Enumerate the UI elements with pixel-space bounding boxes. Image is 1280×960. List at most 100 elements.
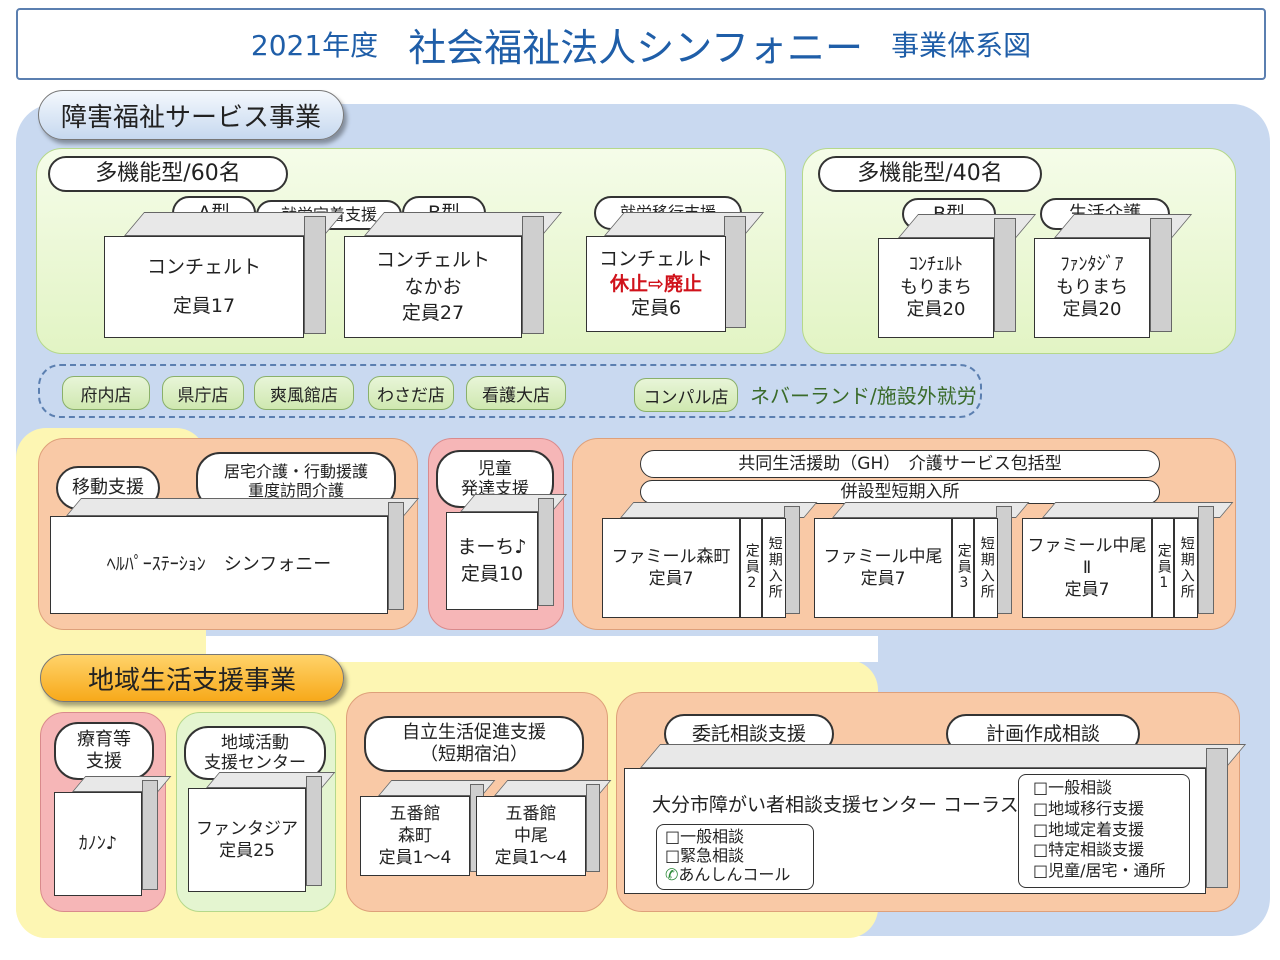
shop-compal: コンパル店 — [634, 378, 738, 412]
gobankan-morimachi-box: 五番館 森町 定員1～4 — [360, 796, 470, 876]
box-line: もりまち — [900, 276, 972, 298]
list-item: □緊急相談 — [665, 846, 745, 866]
gh-home-box: ファミール中尾 Ⅱ 定員7 — [1022, 518, 1152, 618]
pill-line: 自立生活促進支援 — [402, 722, 546, 744]
box-side — [784, 506, 800, 614]
box-side — [522, 216, 544, 334]
short-type-text: 短期入所 — [1178, 536, 1195, 600]
box-line: なかお — [404, 275, 462, 298]
shop-wasada: わさだ店 — [368, 376, 454, 410]
shop-sofukan: 爽風館店 — [254, 376, 354, 410]
title-banner: 2021年度 社会福祉法人シンフォニー 事業体系図 — [16, 8, 1266, 80]
shop-kangodai: 看護大店 — [466, 376, 566, 410]
list-item: □特定相談支援 — [1033, 840, 1145, 860]
disability-section-label: 障害福祉サービス事業 — [38, 90, 344, 140]
box-line: ｺﾝﾁｪﾙﾄ — [909, 254, 963, 276]
short-stay-type: 短期入所 — [974, 518, 998, 618]
short-stay-capacity: 定員1 — [1152, 518, 1174, 618]
box-side — [1198, 506, 1214, 614]
box-line: 五番館 — [505, 803, 557, 824]
short-type-text: 短期入所 — [766, 536, 783, 600]
box-line: 五番館 — [389, 803, 441, 824]
list-item: □一般相談 — [1033, 778, 1113, 797]
shops-row — [38, 364, 982, 418]
home-capacity: 定員7 — [860, 569, 906, 589]
list-item: □一般相談 — [665, 827, 745, 846]
title-year: 2021年度 — [250, 29, 379, 62]
list-item: □児童/居宅・通所 — [1033, 861, 1166, 881]
tag-ryoiku: 療育等 支援 — [54, 722, 154, 780]
pill-line: 支援センター — [204, 753, 306, 773]
box-line: 森町 — [398, 825, 432, 846]
title-org: 社会福祉法人シンフォニー — [408, 25, 864, 70]
multi40-label: 多機能型/40名 — [818, 156, 1042, 192]
box-side — [142, 780, 158, 890]
tag-chiiki: 地域活動 支援センター — [184, 726, 326, 780]
pill-line: 児童 — [478, 458, 512, 479]
canon-box: ｶﾉﾝ♪ — [54, 792, 142, 896]
short-stay-capacity: 定員2 — [740, 518, 762, 618]
list-item: □地域定着支援 — [1033, 819, 1145, 839]
right-consult-list: □一般相談 □地域移行支援 □地域定着支援 □特定相談支援 □児童/居宅・通所 — [1018, 774, 1190, 888]
gobankan-nakao-box: 五番館 中尾 定員1～4 — [476, 796, 586, 876]
phone-icon: ✆ — [665, 865, 679, 885]
title-suffix: 事業体系図 — [891, 29, 1032, 62]
box-line: ファンタジア — [196, 818, 298, 839]
gh-home-box: ファミール中尾 定員7 — [814, 518, 952, 618]
march-box: まーち♪ 定員10 — [446, 512, 538, 610]
box-line: 定員10 — [460, 563, 524, 585]
box-line: ﾌｧﾝﾀｼﾞｱ — [1060, 254, 1124, 276]
fantasia-center-box: ファンタジア 定員25 — [188, 788, 306, 892]
concerto-box: コンチェルト 定員17 — [104, 236, 304, 338]
home-capacity: 定員7 — [1064, 580, 1110, 601]
concerto-name: コンチェルト — [146, 256, 261, 279]
short-capacity-text: 定員3 — [955, 543, 972, 593]
tag-jiritsu: 自立生活促進支援 （短期宿泊） — [364, 716, 584, 772]
pill-line: 地域活動 — [221, 732, 289, 753]
concerto-morimachi-box: ｺﾝﾁｪﾙﾄ もりまち 定員20 — [878, 238, 994, 338]
short-stay-type: 短期入所 — [762, 518, 786, 618]
box-side — [304, 216, 326, 334]
gh-header: 共同生活援助（GH） 介護サービス包括型 — [640, 450, 1160, 478]
box-line: 定員20 — [1062, 299, 1122, 321]
short-capacity-text: 定員1 — [1155, 543, 1172, 593]
shops-note: ネバーランド/施設外就労 — [750, 384, 977, 408]
fantasia-morimachi-box: ﾌｧﾝﾀｼﾞｱ もりまち 定員20 — [1034, 238, 1150, 338]
shop-funai: 府内店 — [62, 376, 150, 410]
box-top — [66, 498, 420, 516]
community-section-label: 地域生活支援事業 — [40, 654, 344, 702]
box-line: 中尾 — [514, 825, 548, 846]
box-side — [306, 776, 322, 886]
box-side — [1206, 748, 1228, 888]
gh-home-box: ファミール森町 定員7 — [602, 518, 740, 618]
home-sub: Ⅱ — [1082, 557, 1092, 578]
concerto-capacity: 定員17 — [172, 295, 236, 317]
box-side — [996, 506, 1012, 614]
box-side — [388, 502, 404, 610]
box-line: まーち♪ — [457, 536, 527, 559]
box-line: 定員20 — [906, 299, 966, 321]
list-item: □地域移行支援 — [1033, 798, 1145, 818]
pill-line: 居宅介護・行動援護 — [223, 461, 368, 481]
left-consult-list: □一般相談 □緊急相談 ✆あんしんコール — [656, 824, 814, 890]
box-side — [1150, 218, 1172, 332]
status-suspended: 休止⇨廃止 — [610, 272, 702, 295]
box-line: コンチェルト — [598, 247, 713, 270]
box-side — [994, 218, 1016, 332]
call-label: あんしんコール — [678, 865, 791, 885]
shop-kencho: 県庁店 — [162, 376, 244, 410]
box-side — [586, 784, 600, 872]
list-item-call: ✆あんしんコール — [665, 865, 805, 884]
box-line: 定員1～4 — [494, 848, 568, 869]
box-line: 定員25 — [219, 841, 275, 861]
box-line: 定員6 — [630, 297, 682, 320]
home-name: ファミール森町 — [611, 546, 731, 567]
pill-line: 療育等 — [77, 729, 131, 751]
pill-line: 支援 — [86, 751, 122, 772]
chorus-center-name: 大分市障がい者相談支援センター コーラス — [652, 794, 1019, 816]
short-capacity-text: 定員2 — [743, 543, 760, 593]
short-stay-capacity: 定員3 — [952, 518, 974, 618]
box-side — [538, 498, 554, 606]
box-line: 定員1～4 — [378, 848, 452, 869]
box-side — [724, 216, 746, 328]
